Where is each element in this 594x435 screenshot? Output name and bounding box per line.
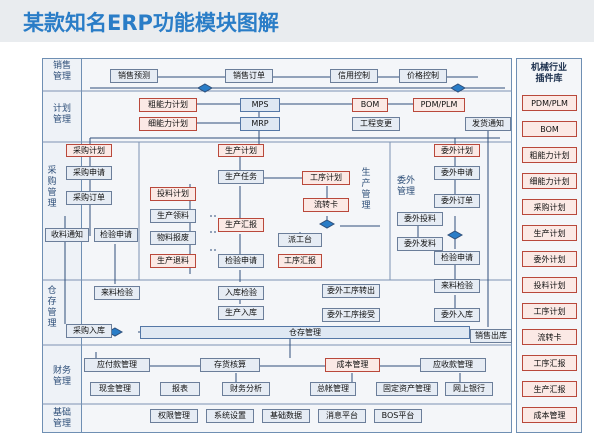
lane-purchase: 采 购 管 理: [47, 166, 57, 209]
cost-mgmt-box: 成本管理: [325, 358, 380, 372]
pdm-plm-box: PDM/PLM: [413, 98, 465, 112]
base-data-box: 基础数据: [262, 409, 310, 423]
production-task-box: 生产任务: [218, 170, 264, 184]
plugin-item: BOM: [522, 121, 577, 137]
plugin-library-panel: 机械行业 插件库 PDM/PLM BOM 粗能力计划 细能力计划 采购计划 生产…: [516, 58, 582, 433]
lane-base: 基础 管理: [52, 408, 71, 429]
report-box: 报表: [160, 382, 200, 396]
out-process-in-box: 委外工序接受: [322, 308, 380, 322]
online-bank-box: 网上银行: [445, 382, 493, 396]
rough-capacity-box: 粗能力计划: [139, 98, 197, 112]
financial-analysis-box: 财务分析: [222, 382, 270, 396]
sales-out-box: 销售出库: [470, 329, 512, 343]
system-settings-box: 系统设置: [206, 409, 254, 423]
prod-stock-in-box: 生产入库: [218, 306, 264, 320]
lane-warehouse: 仓 存 管 理: [47, 286, 57, 329]
plugin-item: 工序计划: [522, 303, 577, 319]
plugin-item: 委外计划: [522, 251, 577, 267]
process-plan-box: 工序计划: [302, 171, 350, 185]
flow-card-box: 流转卡: [303, 198, 349, 212]
receive-notice-box: 收料通知: [45, 228, 89, 242]
erp-diagram: 销售 管理 计划 管理 采 购 管 理 生 产 管 理 委外 管理 仓 存 管 …: [0, 46, 594, 435]
prod-return-box: 生产退料: [150, 254, 196, 268]
inspect-request-box: 检验申请: [94, 228, 138, 242]
purchase-request-box: 采购申请: [66, 166, 112, 180]
prod-issue-box: 生产领料: [150, 209, 196, 223]
inspect-request3-box: 检验申请: [434, 251, 480, 265]
eng-change-box: 工程变更: [352, 117, 400, 131]
stock-in-inspect-box: 入库检验: [218, 286, 264, 300]
bos-platform-box: BOS平台: [374, 409, 422, 423]
material-scrap-box: 物料报废: [150, 231, 196, 245]
purchase-plan-box: 采购计划: [66, 144, 112, 157]
outsource-plan-box: 委外计划: [434, 144, 480, 157]
lane-production: 生 产 管 理: [361, 168, 371, 211]
fixed-asset-box: 固定资产管理: [376, 382, 438, 396]
lane-finance: 财务 管理: [52, 366, 71, 387]
purchase-stock-in-box: 采购入库: [66, 324, 112, 338]
ap-mgmt-box: 应付款管理: [84, 358, 150, 372]
plugin-item: 成本管理: [522, 407, 577, 423]
bom-box: BOM: [352, 98, 388, 112]
price-control-box: 价格控制: [399, 69, 447, 83]
out-order-box: 委外订单: [434, 194, 480, 208]
message-platform-box: 消息平台: [318, 409, 366, 423]
process-report-box: 工序汇报: [278, 254, 322, 268]
ar-mgmt-box: 应收款管理: [420, 358, 486, 372]
fine-capacity-box: 细能力计划: [139, 117, 197, 131]
plugin-library-title: 机械行业 插件库: [530, 63, 567, 84]
title-bar: 某款知名ERP功能模块图解: [0, 0, 594, 42]
permission-box: 权限管理: [150, 409, 198, 423]
plugin-item: 工序汇报: [522, 355, 577, 371]
out-issue-box: 委外发料: [397, 237, 443, 251]
prod-report-box: 生产汇报: [218, 218, 264, 232]
plugin-item: 细能力计划: [522, 173, 577, 189]
plugin-item: 粗能力计划: [522, 147, 577, 163]
plugin-item: 投料计划: [522, 277, 577, 293]
plugin-item: PDM/PLM: [522, 95, 577, 111]
general-ledger-box: 总帐管理: [310, 382, 356, 396]
feed-plan-box: 投料计划: [150, 187, 196, 201]
lane-plan: 计划 管理: [52, 104, 71, 125]
warehouse-mgmt-box: 仓存管理: [140, 326, 470, 339]
lane-outsource: 委外 管理: [396, 176, 415, 197]
sales-forecast-box: 销售预测: [110, 69, 158, 83]
incoming-inspect-box: 来料检验: [94, 286, 140, 300]
connector-lines: [42, 76, 512, 405]
plugin-item: 生产汇报: [522, 381, 577, 397]
plugin-item: 生产计划: [522, 225, 577, 241]
lane-sales: 销售 管理: [52, 61, 71, 82]
incoming-inspect2-box: 来料检验: [434, 279, 480, 293]
out-request-box: 委外申请: [434, 166, 480, 180]
dispatch-box: 派工台: [278, 233, 322, 247]
purchase-order-box: 采购订单: [66, 191, 112, 205]
sales-order-box: 销售订单: [225, 69, 273, 83]
inspect-request2-box: 检验申请: [218, 254, 264, 268]
out-stock-in-box: 委外入库: [434, 308, 480, 322]
ship-notice-box: 发货通知: [465, 117, 511, 131]
production-plan-box: 生产计划: [218, 144, 264, 157]
lane-labels-frame: [42, 58, 82, 433]
mrp-box: MRP: [240, 117, 280, 131]
inventory-account-box: 存货核算: [200, 358, 260, 372]
out-feed-box: 委外投料: [397, 212, 443, 226]
mps-box: MPS: [240, 98, 280, 112]
out-process-out-box: 委外工序转出: [322, 284, 380, 298]
plugin-item: 采购计划: [522, 199, 577, 215]
plugin-item: 流转卡: [522, 329, 577, 345]
cash-mgmt-box: 现金管理: [90, 382, 140, 396]
credit-control-box: 信用控制: [330, 69, 378, 83]
page-title: 某款知名ERP功能模块图解: [23, 11, 279, 35]
